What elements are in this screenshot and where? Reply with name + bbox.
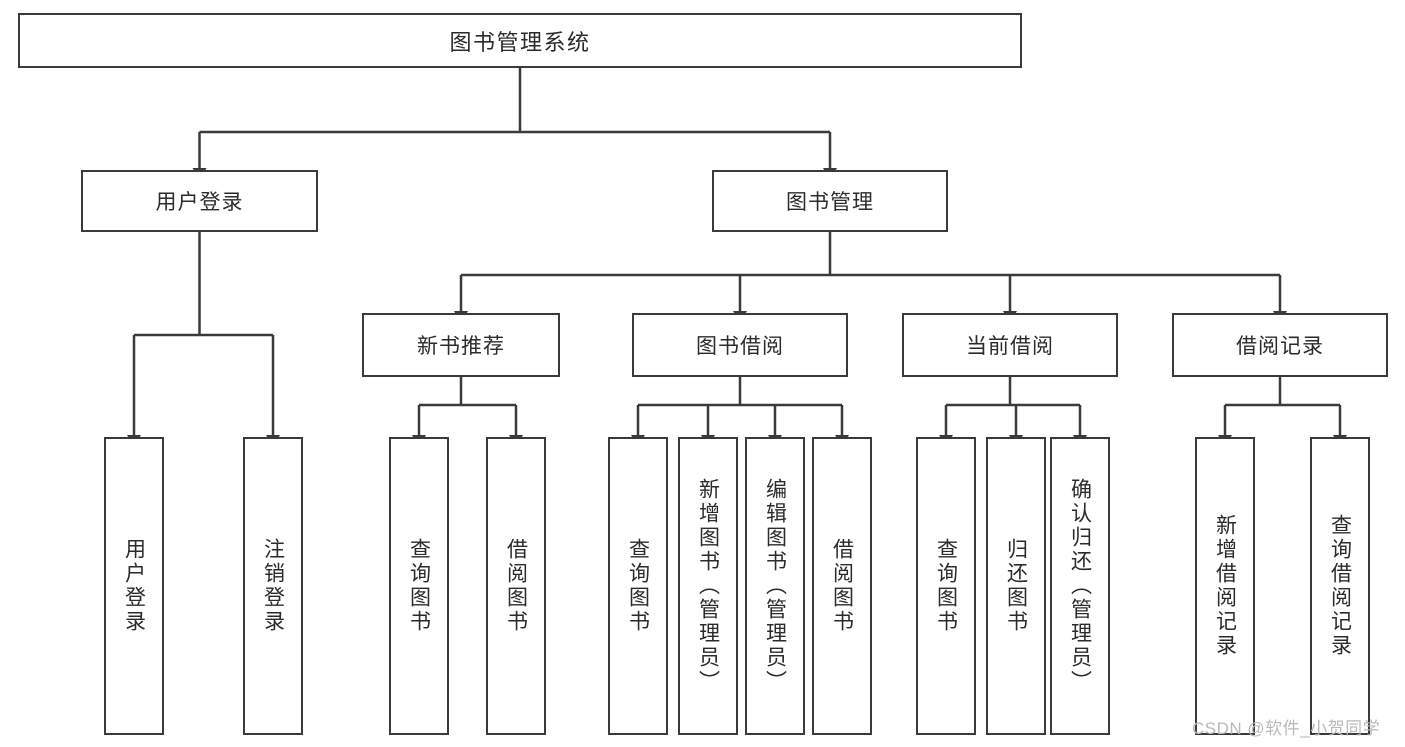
leaf-node-add-book[interactable]: 新增图书（管理员） [678,437,738,735]
node-root-label: 图书管理系统 [449,29,591,55]
node-book-manage-label: 图书管理 [786,191,874,214]
node-new-book-recommend[interactable]: 新书推荐 [362,313,560,377]
leaf-node-query-book-rec[interactable]: 查询图书 [389,437,449,735]
leaf-node-query-borrow-record-label: 查询借阅记录 [1328,514,1352,658]
csdn-watermark: CSDN @软件_小贺同学 [1192,719,1381,738]
node-borrow-record-label: 借阅记录 [1236,335,1324,358]
leaf-node-borrow-book[interactable]: 借阅图书 [812,437,872,735]
leaf-node-query-book-current[interactable]: 查询图书 [916,437,976,735]
leaf-node-confirm-return[interactable]: 确认归还（管理员） [1050,437,1110,735]
leaf-node-edit-book-label: 编辑图书（管理员） [763,478,787,694]
leaf-node-logout[interactable]: 注销登录 [243,437,303,735]
leaf-node-user-login[interactable]: 用户登录 [104,437,164,735]
node-user-login-label: 用户登录 [155,191,244,214]
leaf-node-add-book-label: 新增图书（管理员） [696,478,720,694]
leaf-node-logout-label: 注销登录 [261,538,285,634]
leaf-node-add-borrow-record[interactable]: 新增借阅记录 [1195,437,1255,735]
leaf-node-user-login-label: 用户登录 [122,538,146,634]
node-user-login[interactable]: 用户登录 [81,170,318,232]
node-book-borrow-label: 图书借阅 [696,335,784,358]
leaf-node-borrow-book-label: 借阅图书 [830,538,854,634]
node-book-borrow[interactable]: 图书借阅 [632,313,848,377]
node-current-borrow-label: 当前借阅 [966,335,1054,358]
leaf-node-query-book-rec-label: 查询图书 [407,538,431,634]
node-root[interactable]: 图书管理系统 [18,13,1022,68]
leaf-node-confirm-return-label: 确认归还（管理员） [1068,478,1092,694]
leaf-node-add-borrow-record-label: 新增借阅记录 [1213,514,1237,658]
node-new-book-recommend-label: 新书推荐 [417,335,505,358]
node-book-manage[interactable]: 图书管理 [712,170,948,232]
leaf-node-query-book-borrow[interactable]: 查询图书 [608,437,668,735]
node-borrow-record[interactable]: 借阅记录 [1172,313,1388,377]
node-current-borrow[interactable]: 当前借阅 [902,313,1118,377]
leaf-node-query-borrow-record[interactable]: 查询借阅记录 [1310,437,1370,735]
leaf-node-borrow-book-rec-label: 借阅图书 [504,538,528,634]
leaf-node-query-book-current-label: 查询图书 [934,538,958,634]
leaf-node-return-book-label: 归还图书 [1004,538,1028,634]
leaf-node-edit-book[interactable]: 编辑图书（管理员） [745,437,805,735]
leaf-node-borrow-book-rec[interactable]: 借阅图书 [486,437,546,735]
leaf-node-return-book[interactable]: 归还图书 [986,437,1046,735]
leaf-node-query-book-borrow-label: 查询图书 [626,538,650,634]
